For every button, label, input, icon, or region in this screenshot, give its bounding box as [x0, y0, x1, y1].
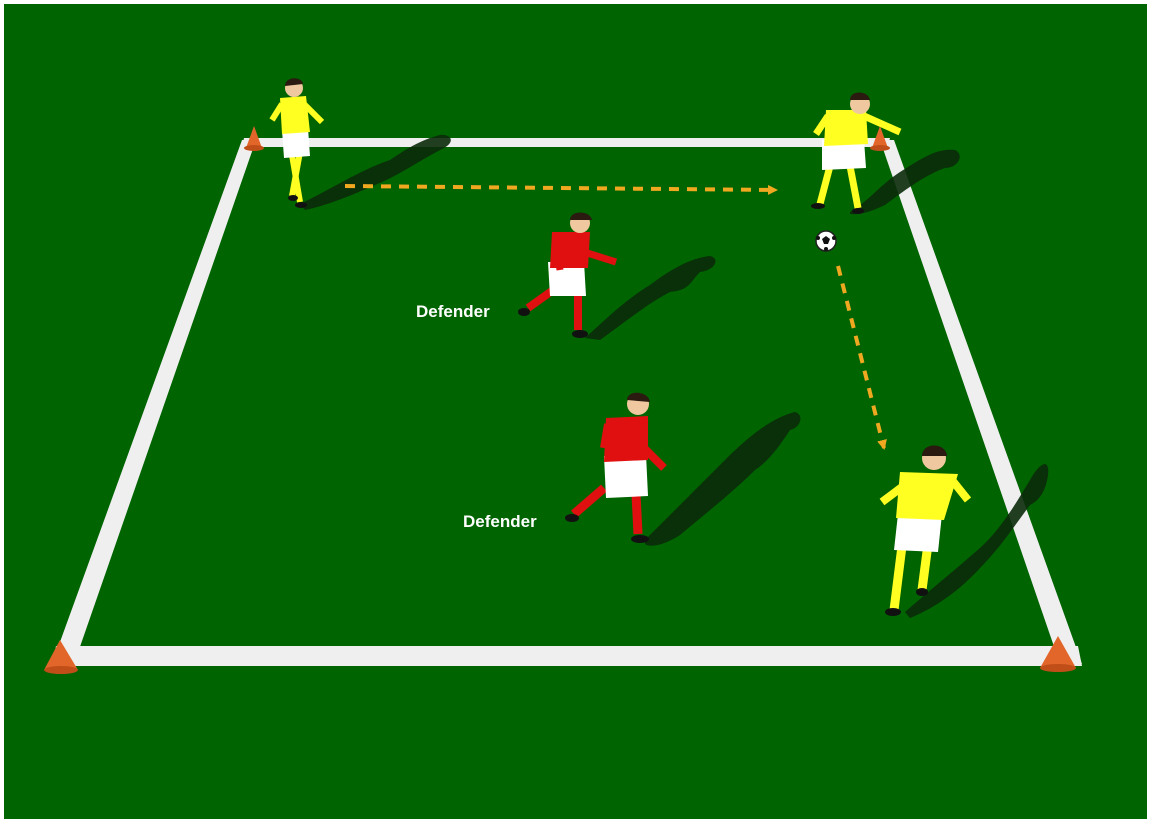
defender-label-upper: Defender — [416, 302, 490, 321]
soccer-ball-icon — [816, 231, 836, 251]
defender-label-lower: Defender — [463, 512, 537, 531]
boundary-top-line — [242, 138, 890, 147]
boundary-bottom-line — [52, 646, 1082, 666]
